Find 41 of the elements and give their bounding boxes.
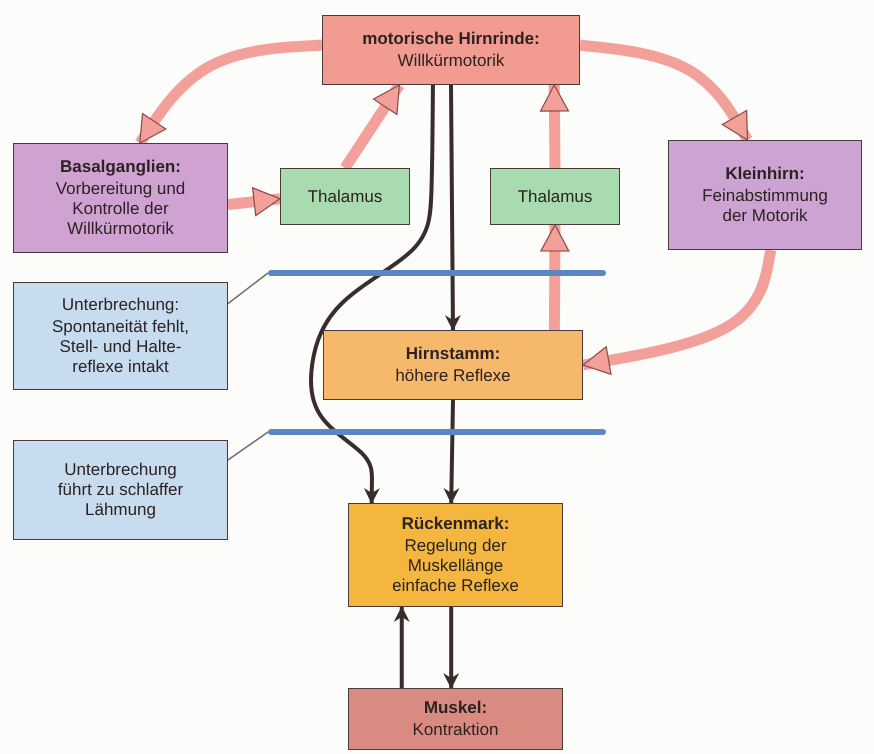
interruption-line: [268, 270, 606, 276]
heading: Unterbrechung:: [62, 295, 180, 316]
heading: Kleinhirn:: [725, 164, 805, 184]
description: Unterbrechung führt zu schlaffer Lähmung: [56, 460, 184, 520]
heading: Rückenmark:: [402, 514, 510, 534]
description: höhere Reflexe: [395, 366, 511, 386]
arrow: [443, 400, 460, 504]
description: Thalamus: [518, 186, 592, 206]
thalamus-box: [490, 168, 620, 225]
callout-box: [13, 282, 228, 390]
heading: Muskel:: [424, 698, 488, 718]
thalamus-box: [280, 168, 410, 225]
spinal-cord-box: [348, 503, 563, 607]
arrow: [308, 84, 435, 504]
muscle-box: [348, 688, 563, 750]
leader-line: [228, 431, 268, 461]
description: Vorbereitung und Kontrolle der Willkürmotorik: [54, 179, 186, 239]
leader-line: [228, 272, 268, 304]
interruption-line: [268, 429, 606, 435]
heading: motorische Hirnrinde:: [362, 29, 540, 49]
cortex-box: [322, 15, 580, 85]
cerebellum-box: [668, 140, 862, 250]
description: Regelung der Muskellänge einfache Reflexe: [391, 536, 520, 596]
description: Willkürmotorik: [398, 51, 504, 71]
arrow: [540, 84, 570, 168]
description: Thalamus: [308, 186, 382, 206]
arrow: [444, 84, 461, 331]
description: Feinabstimmung der Motorik: [701, 186, 829, 226]
arrow: [443, 607, 460, 689]
description: Spontaneität fehlt, Stell- und Halte- reflexe intakt: [50, 317, 190, 377]
heading: Hirnstamm:: [406, 344, 500, 364]
arrow: [394, 606, 410, 688]
brainstem-box: [323, 330, 583, 400]
arrow: [579, 40, 752, 143]
basal-ganglia-box: [13, 143, 228, 253]
heading: Basalganglien:: [60, 157, 181, 178]
arrow: [540, 224, 570, 330]
description: Kontraktion: [412, 720, 498, 740]
arrow: [227, 187, 281, 216]
callout-box: [13, 440, 228, 540]
arrow: [582, 249, 776, 375]
